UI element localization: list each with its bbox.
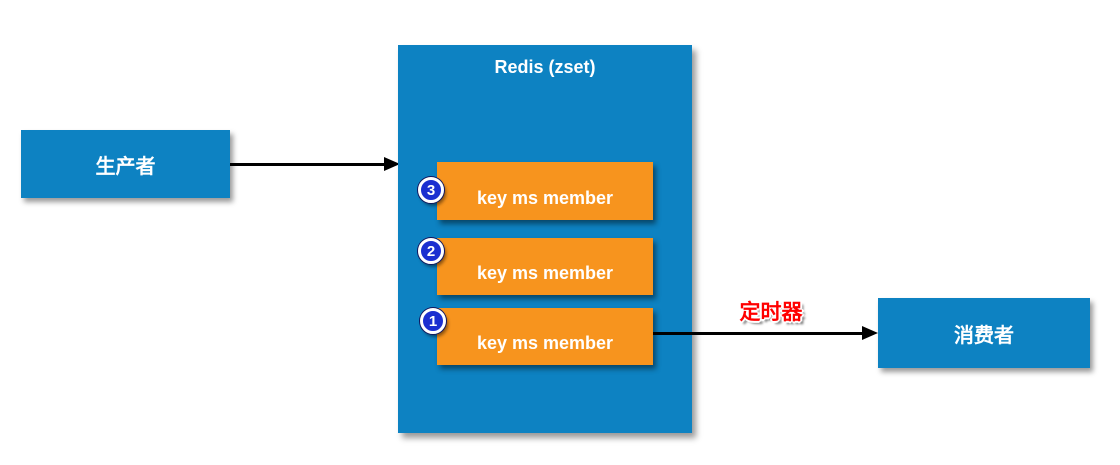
zset-entry-label: key ms member [476, 263, 614, 283]
zset-entry-label: key ms member [476, 333, 614, 353]
timer-label: 定时器 [739, 301, 803, 324]
consumer-box: 消费者 [878, 298, 1090, 368]
producer-to-redis-arrow-line [230, 163, 385, 166]
producer-box: 生产者 [21, 130, 230, 198]
zset-entry-3: key ms member [437, 162, 653, 220]
redis-to-consumer-arrowhead-icon [862, 326, 878, 340]
producer-label: 生产者 [95, 155, 156, 178]
redis-to-consumer-arrow-line [653, 332, 863, 335]
badge-3-icon: 3 [418, 177, 444, 203]
zset-entry-2: key ms member [437, 238, 653, 295]
badge-2-icon: 2 [418, 238, 444, 264]
consumer-label: 消费者 [954, 324, 1014, 347]
redis-title: Redis (zset) [494, 57, 596, 77]
zset-entry-label: key ms member [476, 187, 614, 208]
producer-to-redis-arrowhead-icon [384, 157, 400, 171]
badge-1-icon: 1 [420, 308, 446, 334]
zset-entry-1: key ms member [437, 308, 653, 365]
